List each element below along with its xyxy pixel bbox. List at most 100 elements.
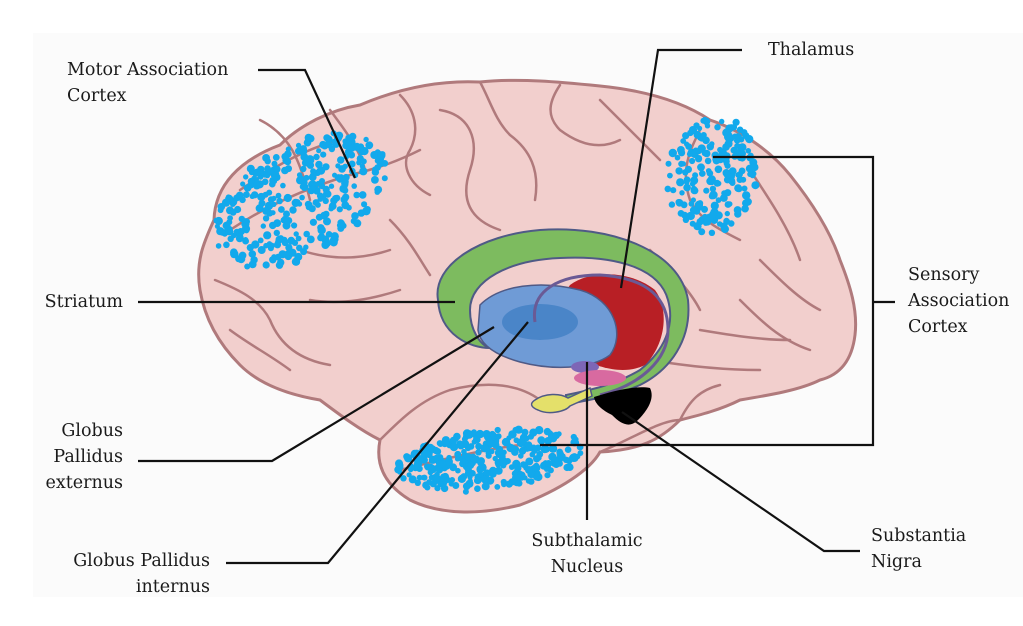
neuron-dot bbox=[467, 478, 473, 484]
neuron-dot bbox=[512, 459, 521, 468]
neuron-dot bbox=[278, 206, 285, 213]
neuron-dot bbox=[678, 149, 686, 157]
neuron-dot bbox=[229, 201, 236, 208]
neuron-dot bbox=[521, 428, 529, 436]
neuron-dot bbox=[341, 187, 349, 194]
neuron-dot bbox=[227, 215, 234, 222]
neuron-dot bbox=[322, 210, 330, 218]
neuron-dot bbox=[243, 174, 249, 180]
neuron-dot bbox=[276, 197, 283, 205]
neuron-dot bbox=[723, 161, 730, 167]
neuron-dot bbox=[515, 480, 523, 487]
label-line: Association bbox=[908, 291, 1010, 311]
neuron-dot bbox=[358, 191, 367, 199]
neuron-dot bbox=[714, 165, 723, 174]
neuron-dot bbox=[241, 220, 250, 229]
neuron-dot bbox=[683, 179, 690, 186]
label-globus-pallidus-internus: Globus Pallidus internus bbox=[73, 548, 210, 600]
label-subthalamic-nucleus: Subthalamic Nucleus bbox=[525, 528, 649, 580]
neuron-dot bbox=[299, 145, 307, 153]
neuron-dot bbox=[742, 132, 750, 140]
neuron-dot bbox=[433, 454, 440, 462]
label-line: Nucleus bbox=[550, 557, 624, 577]
neuron-dot bbox=[728, 167, 737, 176]
neuron-dot bbox=[705, 168, 712, 174]
neuron-dot bbox=[295, 142, 302, 149]
neuron-dot bbox=[261, 178, 269, 186]
neuron-dot bbox=[742, 191, 751, 200]
neuron-dot bbox=[483, 469, 491, 478]
neuron-dot bbox=[336, 176, 344, 183]
neuron-dot bbox=[518, 453, 524, 459]
neuron-dot bbox=[374, 164, 381, 171]
label-line: Globus Pallidus bbox=[73, 551, 210, 571]
neuron-dot bbox=[516, 438, 525, 447]
neuron-dot bbox=[413, 460, 422, 468]
neuron-dot bbox=[214, 223, 220, 229]
neuron-dot bbox=[489, 470, 497, 478]
neuron-dot bbox=[414, 479, 421, 486]
neuron-dot bbox=[216, 227, 225, 236]
neuron-dot bbox=[492, 441, 500, 449]
neuron-dot bbox=[741, 185, 748, 192]
neuron-dot bbox=[263, 231, 272, 240]
neuron-dot bbox=[688, 200, 695, 207]
neuron-dot bbox=[251, 191, 259, 199]
neuron-dot bbox=[570, 433, 577, 441]
neuron-dot bbox=[266, 209, 274, 217]
neuron-dot bbox=[246, 244, 254, 252]
neuron-dot bbox=[736, 171, 743, 178]
label-line: Motor Association bbox=[67, 60, 229, 80]
neuron-dot bbox=[676, 178, 685, 187]
neuron-dot bbox=[356, 155, 364, 163]
neuron-dot bbox=[253, 168, 262, 177]
neuron-dot bbox=[213, 217, 220, 224]
neuron-dot bbox=[495, 461, 502, 468]
leader-line-sn bbox=[621, 411, 860, 553]
neuron-dot bbox=[449, 463, 457, 472]
neuron-dot bbox=[686, 151, 693, 158]
neuron-dot bbox=[750, 163, 759, 172]
neuron-dot bbox=[281, 215, 288, 222]
neuron-dot bbox=[406, 472, 412, 478]
neuron-dot bbox=[316, 167, 324, 175]
neuron-dot bbox=[313, 153, 320, 161]
neuron-dot bbox=[433, 475, 441, 482]
neuron-dot bbox=[449, 442, 459, 452]
neuron-dot bbox=[691, 186, 699, 195]
neuron-dot bbox=[412, 449, 421, 458]
leader-line-thalamus bbox=[619, 48, 742, 289]
label-thalamus: Thalamus bbox=[768, 37, 854, 63]
neuron-dot bbox=[428, 465, 436, 473]
neuron-dot bbox=[361, 201, 368, 208]
neuron-dot bbox=[221, 198, 231, 207]
neuron-dot bbox=[360, 147, 369, 156]
neuron-dot bbox=[679, 190, 685, 196]
neuron-dot bbox=[512, 426, 519, 434]
neuron-dot bbox=[231, 232, 237, 239]
neuron-dot bbox=[522, 475, 528, 481]
neuron-dot bbox=[695, 148, 702, 155]
neuron-dot bbox=[506, 444, 514, 451]
neuron-dot bbox=[682, 132, 690, 140]
label-line: Nigra bbox=[871, 552, 922, 572]
neuron-dot bbox=[321, 241, 330, 249]
neuron-dot bbox=[475, 442, 483, 450]
neuron-dot bbox=[421, 474, 428, 481]
neuron-dot bbox=[480, 475, 489, 484]
neuron-dot bbox=[532, 463, 541, 472]
neuron-dot bbox=[422, 481, 430, 489]
neuron-dot bbox=[322, 190, 330, 198]
neuron-dot bbox=[536, 455, 542, 461]
neuron-dot bbox=[452, 482, 460, 489]
neuron-dot bbox=[282, 221, 291, 230]
neuron-dot bbox=[492, 455, 498, 462]
neuron-dot bbox=[689, 206, 698, 215]
neuron-dot bbox=[243, 191, 250, 199]
neuron-dot bbox=[520, 461, 527, 468]
neuron-dot bbox=[428, 474, 435, 481]
neuron-dot bbox=[306, 235, 315, 244]
neuron-dot bbox=[461, 436, 468, 443]
label-globus-pallidus-externus: Globus Pallidus externus bbox=[45, 418, 123, 496]
neuron-dot bbox=[475, 429, 485, 439]
